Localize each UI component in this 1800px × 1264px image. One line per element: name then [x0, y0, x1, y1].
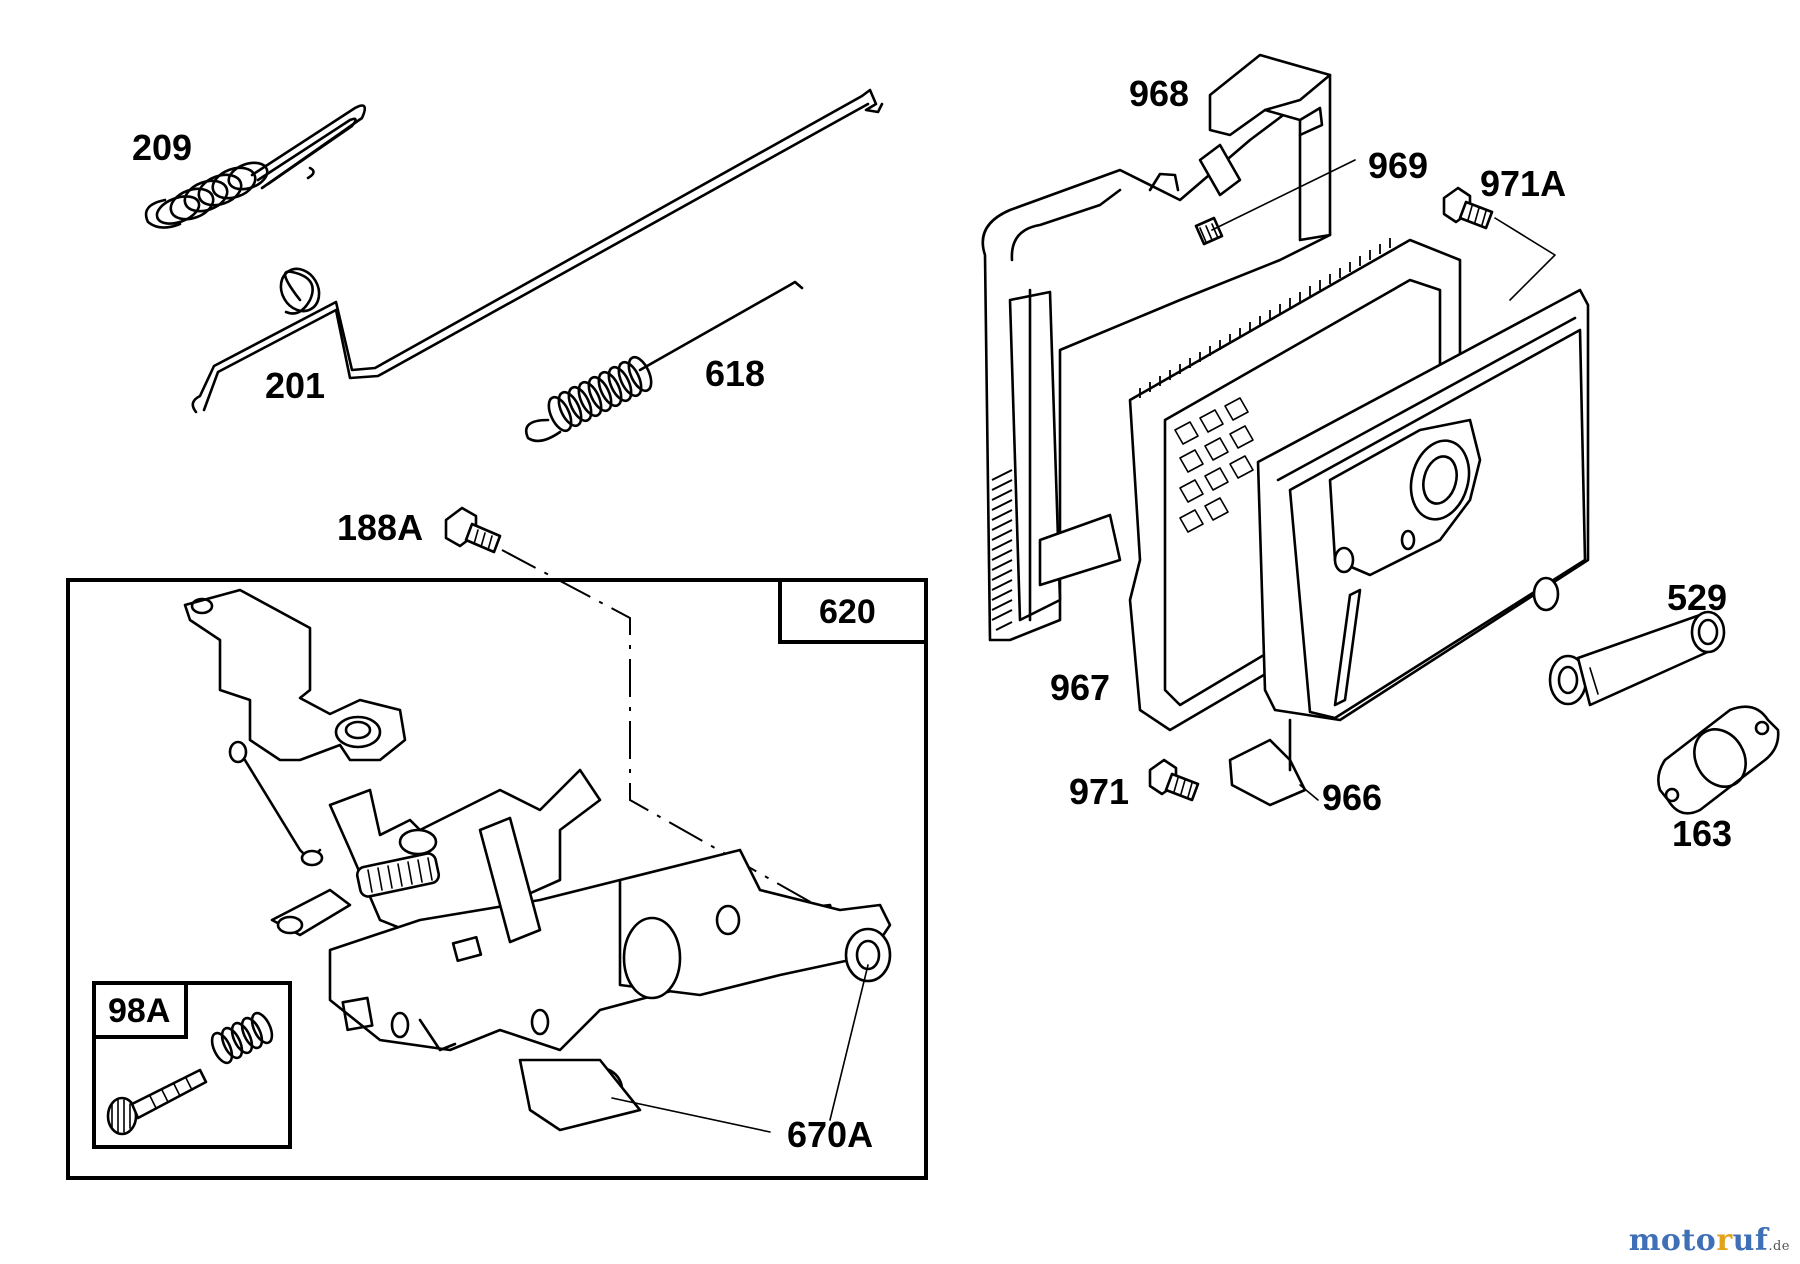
watermark-part4: .de	[1768, 1239, 1790, 1254]
assembly-box-620-tag	[778, 578, 928, 644]
watermark-part2: r	[1716, 1223, 1733, 1258]
part-620-control-bracket	[183, 588, 892, 1132]
watermark-part3: uf	[1732, 1223, 1769, 1258]
label-969: 969	[1368, 145, 1428, 186]
label-967: 967	[1050, 667, 1110, 708]
label-971: 971	[1069, 771, 1129, 812]
label-188A: 188A	[337, 507, 423, 548]
label-209: 209	[132, 127, 192, 168]
label-968: 968	[1129, 73, 1189, 114]
label-620: 620	[819, 593, 876, 631]
part-618-spring	[524, 280, 804, 443]
leader-971A	[1494, 217, 1556, 301]
label-618: 618	[705, 353, 765, 394]
leader-670A-upper	[829, 964, 869, 1121]
part-188A-bolt	[444, 506, 502, 554]
part-968-air-cleaner-base	[981, 53, 1332, 642]
part-201-governor-link	[191, 88, 884, 414]
label-670A: 670A	[787, 1114, 873, 1155]
part-529-breather-tube	[1548, 610, 1726, 707]
leader-969	[1211, 159, 1356, 231]
label-98A: 98A	[108, 992, 170, 1030]
leader-670A-lower	[611, 1097, 771, 1133]
label-529: 529	[1667, 577, 1727, 618]
part-98A-screw-and-spring	[106, 1011, 274, 1136]
part-163-gasket	[1657, 705, 1780, 815]
part-966-cover	[1228, 288, 1590, 807]
label-201: 201	[265, 365, 325, 406]
assembly-box-620	[66, 578, 928, 1180]
leader-966	[1299, 784, 1319, 801]
watermark-logo: motoruf.de	[1629, 1223, 1790, 1258]
watermark-part1: moto	[1628, 1223, 1717, 1258]
part-620-governor-spring	[355, 828, 441, 898]
part-969-stud	[1194, 216, 1224, 246]
label-163: 163	[1672, 813, 1732, 854]
label-971A: 971A	[1480, 163, 1566, 204]
label-966: 966	[1322, 777, 1382, 818]
part-971A-bolt	[1442, 186, 1494, 230]
assembly-box-98A-tag	[92, 981, 188, 1039]
part-209-spring-clip	[144, 104, 367, 229]
part-971-bolt	[1148, 758, 1200, 802]
